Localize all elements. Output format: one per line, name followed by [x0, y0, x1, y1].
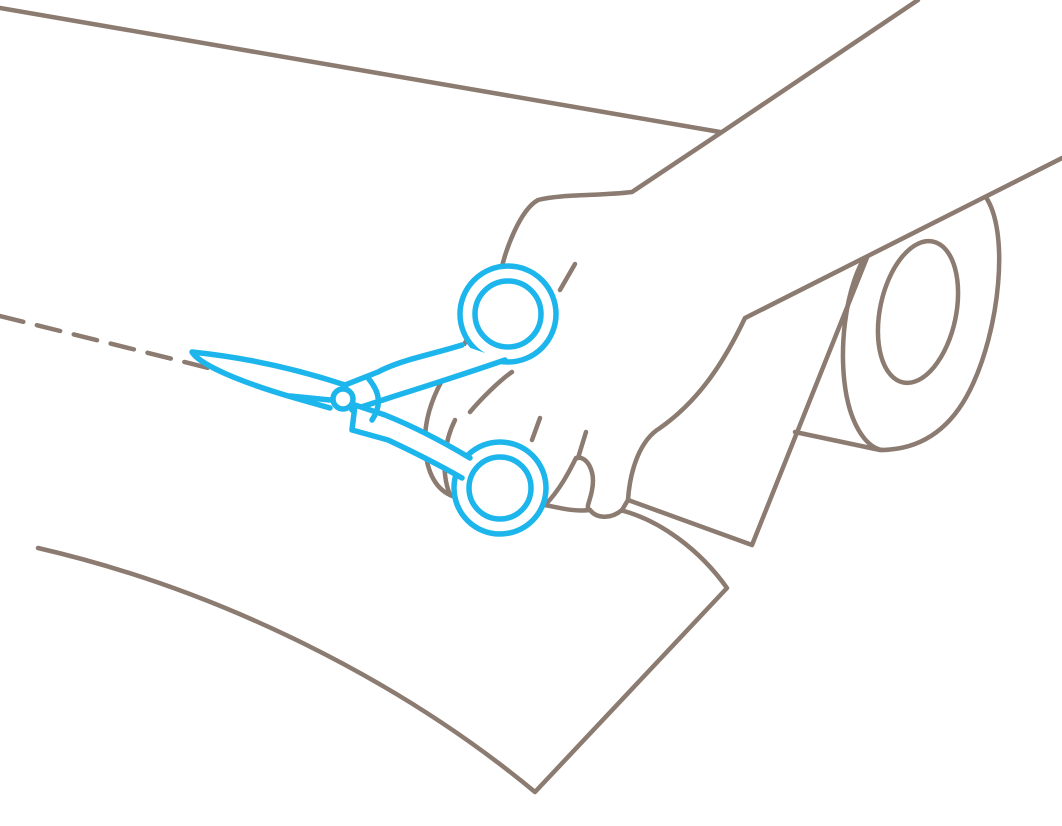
scissors-upper-blade: [189, 349, 348, 411]
scissors-upper-ring-inner: [472, 278, 544, 350]
scissors-pivot: [330, 386, 356, 412]
finger-crease-1: [557, 261, 578, 293]
scissors-pivot-guard: [365, 375, 382, 423]
scissors-lower-blade: [287, 393, 333, 403]
sheet-unroll-edge: [625, 247, 873, 548]
sheet-bottom-edge: [35, 507, 730, 795]
scissors-lower-ring-inner: [466, 454, 534, 522]
finger-crease-3: [529, 415, 543, 443]
sheet-top-edge: [0, 5, 723, 135]
thumb-outline: [542, 455, 596, 513]
roll-front-face: [840, 247, 885, 453]
dashed-cut-line-icon: [0, 313, 348, 405]
scissors-icon: [189, 263, 559, 537]
scissors-lower-shank: [349, 402, 473, 481]
finger-crease-2: [467, 369, 515, 415]
roll-core: [875, 238, 961, 386]
finger-crease-4: [575, 429, 589, 461]
hand-icon: [422, 0, 1062, 519]
